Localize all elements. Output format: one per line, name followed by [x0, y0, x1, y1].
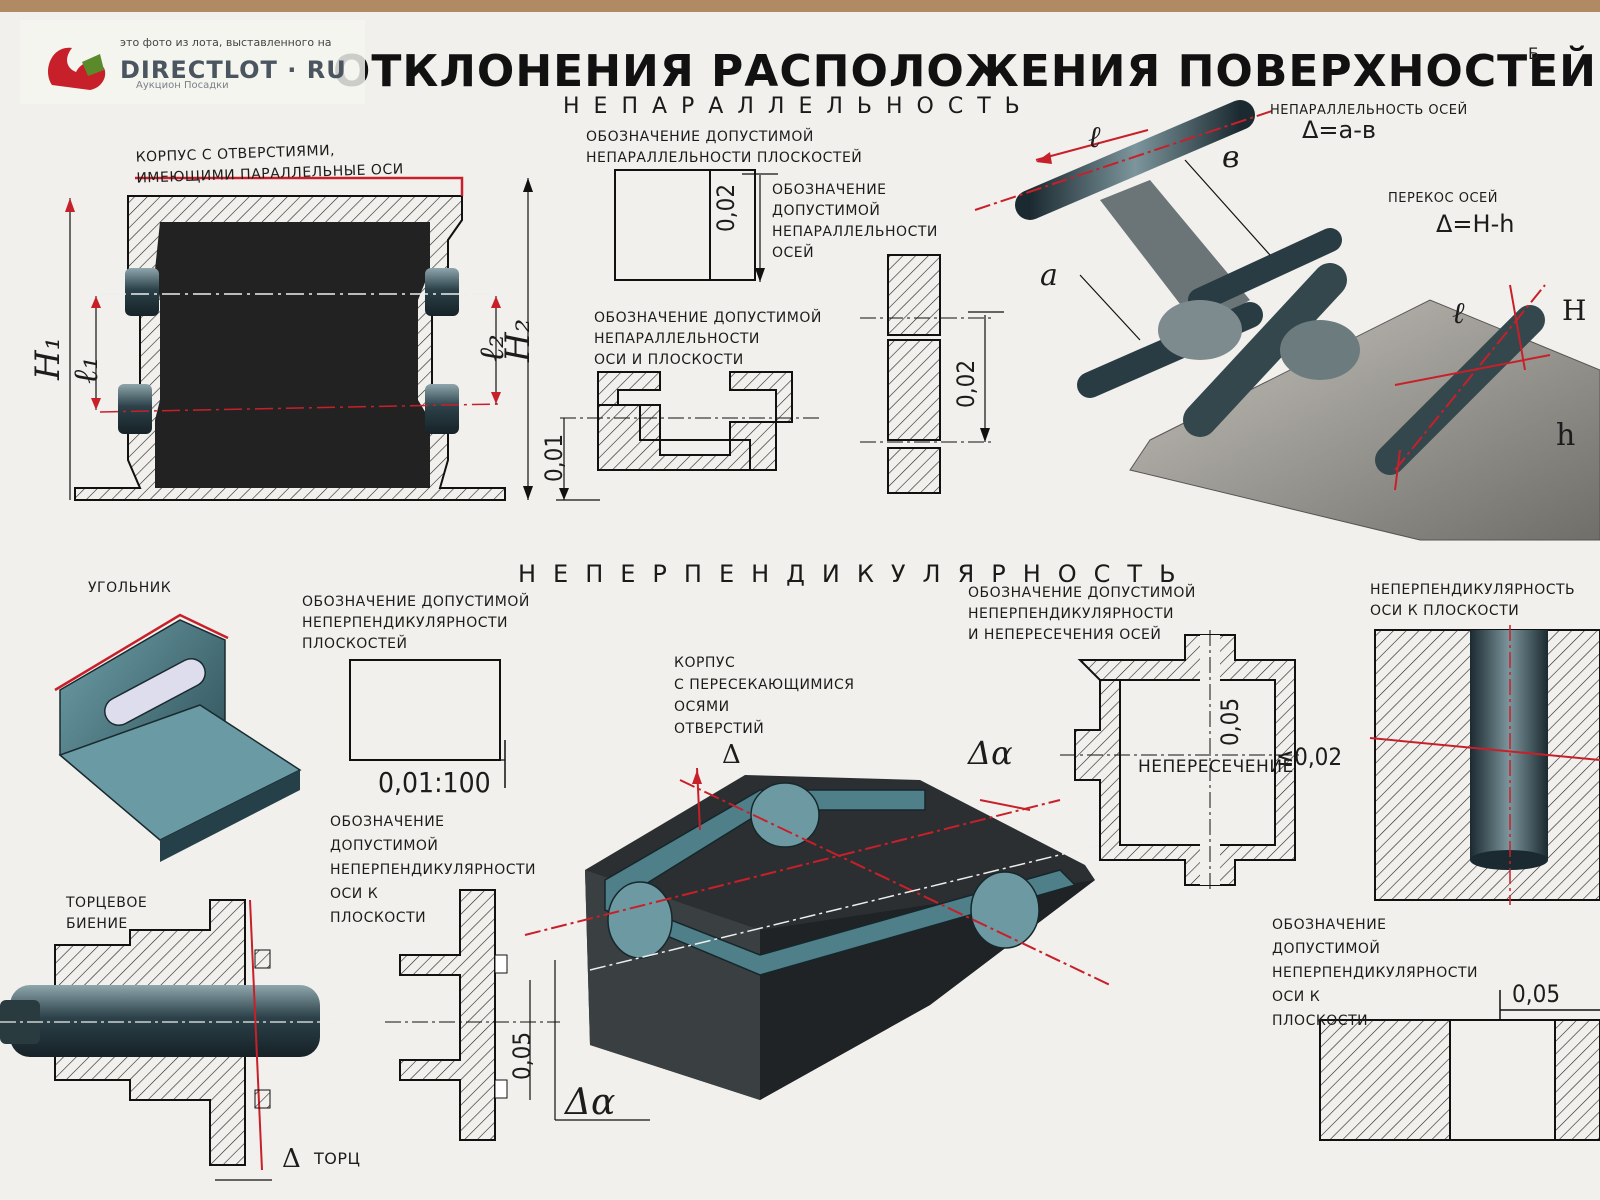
bottom-plate-section	[1319, 990, 1600, 1141]
label-axis-plane-parallel: ОБОЗНАЧЕНИЕ ДОПУСТИМОЙ НЕПАРАЛЛЕЛЬНОСТИ …	[594, 310, 822, 368]
watermark-logo-text: Аукцион Посадки	[136, 80, 229, 91]
dim-le-002: ≤0,02	[1276, 743, 1343, 771]
letter-delta-alpha-bottom: Δα	[565, 1082, 616, 1123]
letter-l1: ℓ₁	[66, 356, 106, 384]
letter-l-top: ℓ	[1088, 120, 1101, 155]
label-axes-perp-cross: ОБОЗНАЧЕНИЕ ДОПУСТИМОЙ НЕПЕРПЕНДИКУЛЯРНО…	[968, 585, 1196, 643]
flat-perp-symbol	[349, 659, 506, 788]
label-face: ТОРЦ	[314, 1149, 361, 1168]
dim-001-100: 0,01:100	[378, 766, 491, 799]
axis-perp-section	[1369, 625, 1600, 905]
letter-H1: H₁	[28, 336, 68, 380]
letter-delta-small: Δ	[722, 740, 741, 770]
flat-parallel-symbol	[614, 169, 778, 282]
angle-bracket-illustration	[54, 613, 302, 862]
label-axis-plane-perp-right: ОБОЗНАЧЕНИЕ ДОПУСТИМОЙ НЕПЕРПЕНДИКУЛЯРНО…	[1272, 917, 1479, 1029]
letter-a-left: a	[1040, 258, 1058, 293]
label-angle-bracket: УГОЛЬНИК	[88, 580, 172, 596]
letter-H2: H₂	[498, 318, 538, 362]
label-axes-nonparallel: НЕПАРАЛЛЕЛЬНОСТЬ ОСЕЙ	[1270, 103, 1468, 118]
label-flat-parallel: ОБОЗНАЧЕНИЕ ДОПУСТИМОЙ НЕПАРАЛЛЕЛЬНОСТИ …	[586, 129, 863, 166]
letter-l-right: ℓ	[1452, 296, 1465, 331]
axis-plane-section	[556, 371, 820, 501]
dim-002-a: 0,02	[712, 183, 740, 232]
label-axes-skew: ПЕРЕКОС ОСЕЙ	[1388, 191, 1498, 206]
housing-parallel-section	[65, 176, 533, 501]
squirrel-logo-icon	[48, 47, 106, 90]
label-non-crossing: НЕПЕРЕСЕЧЕНИЕ	[1138, 757, 1294, 777]
formula-parallel-axes: Δ=a-в	[1302, 116, 1377, 144]
label-housing-crossing: КОРПУС С ПЕРЕСЕКАЮЩИМИСЯ ОСЯМИ ОТВЕРСТИЙ	[674, 655, 855, 737]
dim-005-a: 0,05	[1216, 697, 1244, 746]
sheet-letter: Б	[1528, 44, 1539, 63]
watermark-brand: DIRECTLOT · RU	[120, 56, 347, 84]
label-axis-plane-perp-mid: ОБОЗНАЧЕНИЕ ДОПУСТИМОЙ НЕПЕРПЕНДИКУЛЯРНО…	[330, 814, 537, 926]
label-face-runout: ТОРЦЕВОЕ БИЕНИЕ	[66, 895, 148, 932]
section-parallel: НЕПАРАЛЛЕЛЬНОСТЬ	[563, 94, 1034, 119]
dim-005-c: 0,05	[1512, 980, 1561, 1008]
letter-b-top: в	[1222, 140, 1240, 175]
crossing-housing-3d	[524, 767, 1111, 1121]
watermark-panel	[20, 20, 365, 104]
dim-001: 0,01	[540, 433, 568, 482]
vertical-part-section	[860, 254, 1004, 494]
letter-H-right: H	[1562, 294, 1587, 327]
label-flat-perp: ОБОЗНАЧЕНИЕ ДОПУСТИМОЙ НЕПЕРПЕНДИКУЛЯРНО…	[302, 594, 530, 652]
letter-delta-alpha-top: Δα	[968, 734, 1013, 772]
poster-title: ОТКЛОНЕНИЯ РАСПОЛОЖЕНИЯ ПОВЕРХНОСТЕЙ	[333, 46, 1598, 97]
watermark-note: это фото из лота, выставленного на	[120, 36, 332, 49]
label-axis-plane-perp-title: НЕПЕРПЕНДИКУЛЯРНОСТЬ ОСИ К ПЛОСКОСТИ	[1370, 582, 1576, 619]
dim-002-b: 0,02	[952, 359, 980, 408]
letter-h-right: h	[1556, 418, 1576, 453]
section-perpendicular: НЕПЕРПЕНДИКУЛЯРНОСТЬ	[518, 560, 1193, 588]
formula-skew-axes: Δ=H-h	[1436, 210, 1515, 238]
axes-cross-section	[1060, 630, 1300, 890]
flange-perp-section	[385, 889, 560, 1141]
letter-delta-face: Δ	[282, 1144, 301, 1174]
face-runout-assembly	[0, 899, 345, 1181]
label-axes-parallel: ОБОЗНАЧЕНИЕ ДОПУСТИМОЙ НЕПАРАЛЛЕЛЬНОСТИ …	[772, 182, 938, 261]
shafts-3d-illustration	[974, 100, 1600, 541]
dim-005-b: 0,05	[508, 1031, 536, 1080]
